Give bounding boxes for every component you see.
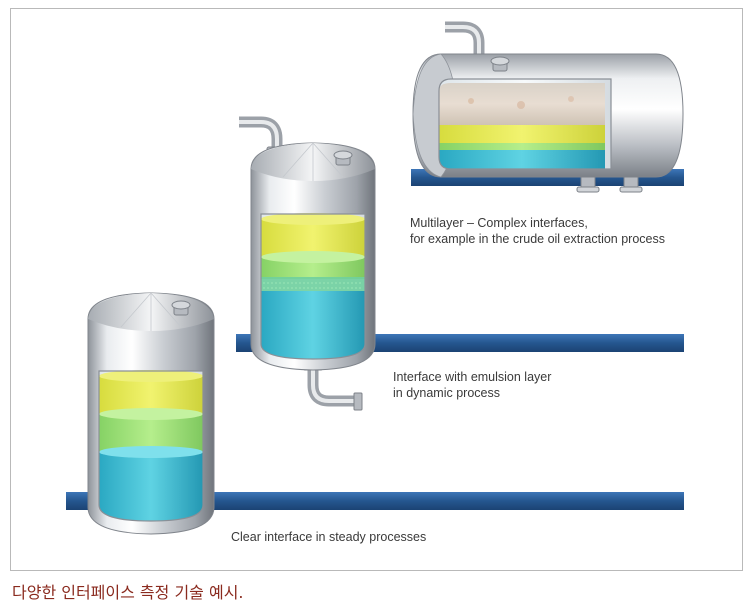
emulsion-label-line2: in dynamic process [393, 386, 500, 400]
multilayer-label-line2: for example in the crude oil extraction … [410, 232, 665, 246]
clear-interface-label: Clear interface in steady processes [231, 530, 427, 544]
pipe-bottom [66, 492, 684, 510]
multilayer-label-line1: Multilayer – Complex interfaces, [410, 216, 588, 230]
tank-clear-interface [87, 292, 215, 535]
figure-caption: 다양한 인터페이스 측정 기술 예시. [12, 583, 244, 602]
emulsion-label: Interface with emulsion layer in dynamic… [393, 369, 551, 401]
diagram-frame: Multilayer – Complex interfaces, for exa… [10, 8, 743, 571]
tank-illustration [66, 21, 684, 535]
tank-emulsion-layer [239, 116, 376, 411]
multilayer-label: Multilayer – Complex interfaces, for exa… [410, 215, 665, 247]
tank-multilayer [412, 21, 684, 193]
emulsion-label-line1: Interface with emulsion layer [393, 370, 552, 384]
